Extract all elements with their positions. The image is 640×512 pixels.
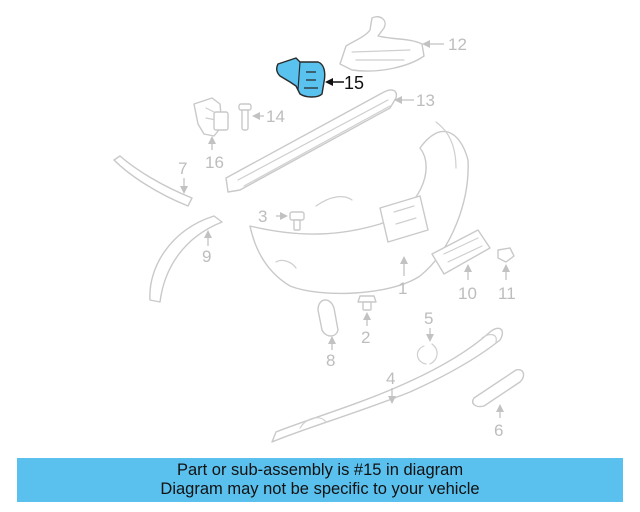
callout-15-leader bbox=[325, 78, 344, 86]
part-8-reflector[interactable] bbox=[317, 299, 339, 337]
callout-1-leader bbox=[400, 256, 408, 276]
part-13-impact-bar[interactable] bbox=[225, 89, 398, 193]
callout-2[interactable]: 2 bbox=[361, 328, 370, 347]
banner-line-1: Part or sub-assembly is #15 in diagram bbox=[176, 461, 464, 479]
callout-9[interactable]: 9 bbox=[202, 247, 211, 266]
callout-16-leader bbox=[208, 136, 216, 150]
part-7-molding[interactable] bbox=[113, 155, 193, 207]
part-5-retainer[interactable] bbox=[416, 343, 438, 365]
callout-9-leader bbox=[204, 230, 212, 246]
part-6-reflector[interactable] bbox=[472, 368, 525, 408]
part-4-lower-valance[interactable] bbox=[271, 327, 504, 443]
callout-5-leader bbox=[426, 328, 434, 342]
callout-2-leader bbox=[363, 312, 371, 326]
callout-16[interactable]: 16 bbox=[205, 153, 224, 172]
callout-14-leader bbox=[252, 112, 264, 120]
part-14-screw[interactable] bbox=[238, 103, 252, 131]
callout-5[interactable]: 5 bbox=[424, 309, 433, 328]
part-9-wheel-arch[interactable] bbox=[149, 215, 223, 303]
info-banner: Part or sub-assembly is #15 in diagram D… bbox=[17, 458, 623, 502]
parts-diagram: 12 15 16 14 13 bbox=[113, 16, 525, 443]
callout-8[interactable]: 8 bbox=[326, 351, 335, 370]
callout-11[interactable]: 11 bbox=[498, 284, 516, 303]
callout-10[interactable]: 10 bbox=[458, 284, 477, 303]
part-1-bumper-cover[interactable] bbox=[249, 121, 469, 295]
callout-6-leader bbox=[496, 404, 504, 418]
part-2-push-clip[interactable] bbox=[357, 295, 377, 311]
callout-13-leader bbox=[394, 96, 414, 104]
callout-6[interactable]: 6 bbox=[494, 421, 503, 440]
callout-4-leader bbox=[388, 388, 396, 404]
callout-14[interactable]: 14 bbox=[266, 107, 285, 126]
part-3-fastener[interactable] bbox=[289, 211, 305, 231]
banner-line-2: Diagram may not be specific to your vehi… bbox=[160, 480, 480, 498]
callout-11-leader bbox=[502, 264, 510, 280]
callout-4[interactable]: 4 bbox=[386, 369, 395, 388]
callout-12[interactable]: 12 bbox=[448, 35, 467, 54]
part-12-bracket[interactable] bbox=[339, 16, 425, 72]
part-11-bolt[interactable] bbox=[497, 247, 515, 263]
callout-3-leader bbox=[276, 212, 288, 220]
callout-12-leader bbox=[422, 40, 444, 48]
callout-7[interactable]: 7 bbox=[178, 159, 187, 178]
callout-1[interactable]: 1 bbox=[398, 279, 407, 298]
callout-13[interactable]: 13 bbox=[416, 91, 435, 110]
callout-8-leader bbox=[328, 336, 336, 350]
callout-3[interactable]: 3 bbox=[258, 207, 267, 226]
callout-7-leader bbox=[180, 178, 188, 194]
part-16-clip[interactable] bbox=[193, 97, 229, 137]
callout-10-leader bbox=[464, 264, 472, 280]
part-10-plate-bracket[interactable] bbox=[431, 229, 491, 275]
part-15-bracket[interactable] bbox=[275, 57, 326, 98]
callout-15[interactable]: 15 bbox=[344, 73, 364, 93]
